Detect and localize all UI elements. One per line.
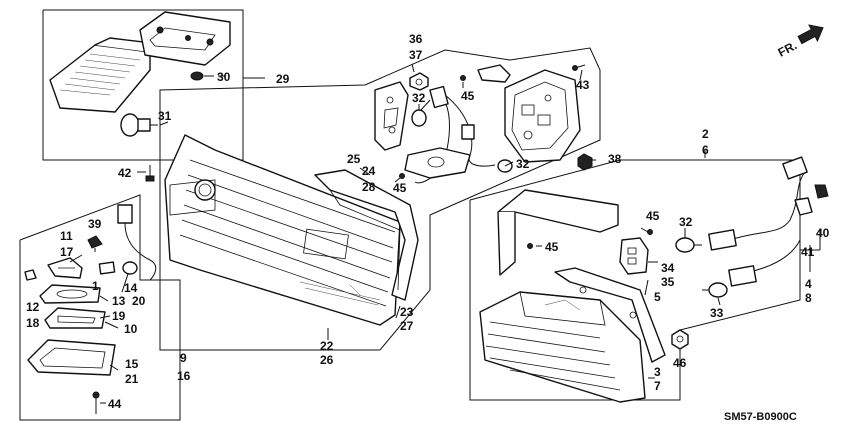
trunk-lid-trim [314,169,419,301]
label-37: 37 [409,48,423,62]
label-46: 46 [673,356,687,370]
center-garnish-panel [164,134,401,326]
trunk-light-base-17 [47,257,83,279]
frame-license-light-assembly [42,9,244,161]
label-22: 22 [320,339,334,353]
label-32-center: 32 [516,157,530,171]
trunk-light-bulb-14 [122,261,138,275]
screw-43 [572,64,586,71]
label-44: 44 [108,397,122,411]
taillight-gasket [554,267,666,363]
label-21: 21 [125,372,139,386]
nut-36-37 [409,72,429,91]
label-27: 27 [400,319,414,333]
label-3: 3 [654,365,661,379]
label-39: 39 [88,217,102,231]
grommet-30 [190,71,214,81]
label-24: 24 [362,164,376,178]
label-14: 14 [124,281,138,295]
screw-45-lower [399,173,405,179]
label-7: 7 [654,379,661,393]
label-8: 8 [805,291,812,305]
label-10: 10 [124,322,138,336]
label-45-center: 45 [393,181,407,195]
label-15: 15 [125,357,139,371]
label-1: 1 [92,279,99,293]
label-32-right: 32 [679,215,693,229]
taillight-top-gasket [497,189,619,276]
nut-46 [671,329,689,350]
front-direction-label: FR. [776,38,800,59]
label-16: 16 [177,369,191,383]
label-40: 40 [816,226,830,240]
label-13: 13 [112,294,126,308]
label-45-right: 45 [646,209,660,223]
socket-bracket [374,81,409,151]
label-38: 38 [608,152,622,166]
frame-taillight-right [469,159,801,401]
grommet-40 [814,184,829,199]
trunk-light-bezel-15 [27,339,116,376]
socket-plate [404,147,471,179]
bulb-33 [702,282,728,298]
label-36: 36 [409,32,423,46]
label-2: 2 [702,127,709,141]
trunk-light-screw-44 [92,391,100,414]
label-33: 33 [710,306,724,320]
trunk-light-clip-39 [87,235,103,249]
label-5: 5 [654,290,661,304]
socket-34-35 [619,237,649,275]
label-6: 6 [702,143,709,157]
label-17: 17 [60,245,74,259]
clip-bracket-45 [460,64,511,83]
label-28: 28 [362,180,376,194]
bulb-32-right [675,237,702,253]
taillight-lens-housing [479,291,646,403]
license-light-bracket [139,11,231,66]
diagram-code: SM57-B0900C [724,411,797,423]
label-34: 34 [661,261,675,275]
label-43: 43 [576,78,590,92]
label-35: 35 [661,275,675,289]
label-26: 26 [320,353,334,367]
label-42: 42 [118,166,132,180]
label-25: 25 [347,152,361,166]
housing-back-cover [504,69,581,163]
label-18: 18 [26,316,40,330]
label-30: 30 [217,70,231,84]
label-41: 41 [801,245,815,259]
label-23: 23 [400,305,414,319]
front-direction-marker: FR. [776,24,824,60]
part-labels: 29 30 31 42 36 37 43 32 45 32 38 25 24 2… [26,32,830,411]
leader-lines [69,63,821,404]
bulb-socket-32-upper [411,104,427,127]
arrow-right-icon [797,24,824,45]
label-29: 29 [276,72,290,86]
grommet-38 [577,153,593,171]
frame-center-garnish [159,47,601,351]
wire-harness-right [708,156,813,287]
trunk-light-lens-10 [44,307,106,329]
frame-trunk-light [19,194,181,421]
trunk-light-harness [117,204,157,281]
label-45-mid: 45 [545,240,559,254]
label-4: 4 [805,277,812,291]
label-45-top: 45 [461,89,475,103]
label-20: 20 [132,294,146,308]
label-31: 31 [158,109,172,123]
trunk-light-terminal-12 [24,269,37,281]
bulb-31 [120,113,158,137]
label-19: 19 [112,309,126,323]
label-12: 12 [26,300,40,314]
label-11: 11 [60,229,73,243]
trunk-light-lens-13 [39,284,101,304]
screw-42 [145,165,155,182]
label-32-upper: 32 [412,91,426,105]
trunk-light-bulb-1 [98,261,116,275]
label-9: 9 [180,351,187,365]
